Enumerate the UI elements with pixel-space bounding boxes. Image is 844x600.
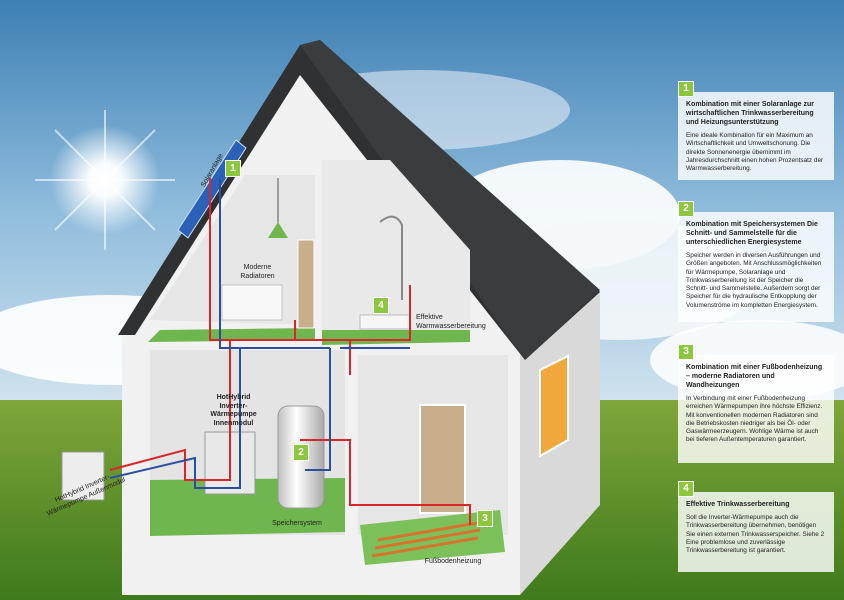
badge-solar: 1: [225, 160, 241, 177]
panel-number: 4: [678, 481, 694, 497]
radiator-icon: [221, 284, 283, 321]
heat-pump-outer-icon: [61, 451, 105, 501]
lamp-icon: [268, 222, 288, 238]
attic-room-right: [322, 160, 470, 335]
panel-text: Speicher werden in diversen Ausführungen…: [686, 252, 822, 309]
label-radiators: Moderne Radiatoren: [240, 264, 275, 280]
label-hybrid-inner: HotHybrid Inverter-Wärmepumpe Innenmodul: [210, 394, 257, 427]
upper-floor: [148, 328, 315, 342]
badge-warmwater: 4: [373, 297, 389, 314]
label-warmwater: Effektive Warmwasserbereitung: [416, 314, 486, 330]
panel-title: Kombination mit Speichersystemen Die Sch…: [686, 221, 818, 246]
upper-floor-right: [322, 330, 470, 345]
info-panel-solar: 1 Kombination mit einer Solaranlage zur …: [678, 81, 834, 180]
info-panel-storage: 2 Kombination mit Speichersystemen Die S…: [678, 201, 834, 322]
panel-number: 1: [678, 81, 694, 97]
panel-number: 3: [678, 344, 694, 360]
panel-title: Kombination mit einer Fußbodenheizung – …: [686, 364, 823, 389]
info-panel-floor-heating: 3 Kombination mit einer Fußbodenheizung …: [678, 344, 834, 463]
badge-floor-heating: 3: [477, 510, 493, 527]
floor-heating-coil-icon: [371, 520, 484, 558]
panel-title: Effektive Trinkwasserbereitung: [686, 501, 790, 508]
shower-tray: [359, 314, 411, 330]
panel-text: Eine ideale Kombination für ein Maximum …: [686, 132, 824, 173]
sun-rays-icon: [35, 110, 175, 250]
pipe-cold: [109, 178, 410, 489]
badge-storage: 2: [293, 444, 309, 461]
panel-number: 2: [678, 201, 694, 217]
shower-icon: [379, 215, 403, 300]
label-floor-heating: Fußbodenheizung: [424, 558, 482, 565]
pipe-hot: [109, 178, 471, 525]
door-lower: [419, 404, 466, 514]
door-upper: [297, 239, 315, 329]
panel-text: In Verbindung mit einer Fußbodenheizung …: [686, 395, 823, 444]
panel-text: Soll die Inverter-Wärmepumpe auch die Tr…: [686, 514, 825, 555]
panel-title: Kombination mit einer Solaranlage zur wi…: [686, 101, 814, 126]
side-window-icon: [539, 354, 569, 458]
roof-side: [300, 40, 600, 360]
info-panel-warmwater: 4 Effektive Trinkwasserbereitung Soll di…: [678, 481, 834, 572]
label-storage: Speichersystem: [272, 520, 322, 527]
